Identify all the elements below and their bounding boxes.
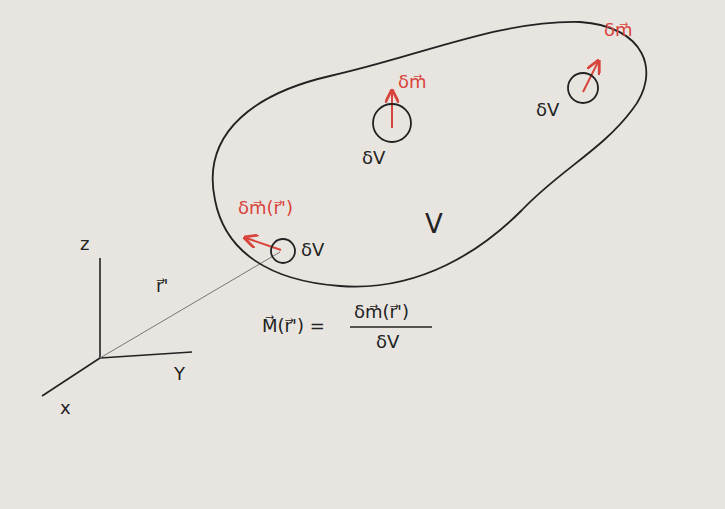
moment-arrows [246, 62, 598, 250]
element-circle [567, 72, 599, 104]
element-circle [372, 103, 412, 143]
position-vector [100, 252, 280, 358]
volume-outline-shape [200, 10, 670, 300]
axis-label: x [60, 398, 71, 418]
fraction-bar [350, 326, 432, 328]
equation-denominator: δV [376, 332, 399, 352]
vector-label: r⃗' [156, 276, 168, 296]
axis-label: Y [174, 364, 185, 384]
volume-label: V [425, 210, 443, 239]
moment-label: δm⃗ [398, 72, 427, 92]
volume-element: δV [567, 72, 599, 104]
volume-element: δV [372, 103, 412, 143]
volume-element: δV [270, 238, 296, 264]
element-circle [270, 238, 296, 264]
element-label: δV [362, 148, 385, 168]
axis-label: z [80, 234, 89, 254]
equation-term: M⃗(r⃗') = [262, 316, 325, 336]
moment-label: δm⃗(r⃗') [238, 198, 293, 218]
element-label: δV [536, 100, 559, 120]
equation-numerator: δm⃗(r⃗') [354, 302, 409, 322]
coordinate-axes [42, 258, 192, 396]
element-label: δV [301, 240, 324, 260]
volume-outline: VδVδVδV [200, 10, 670, 300]
moment-label: δm⃗ [604, 20, 633, 40]
